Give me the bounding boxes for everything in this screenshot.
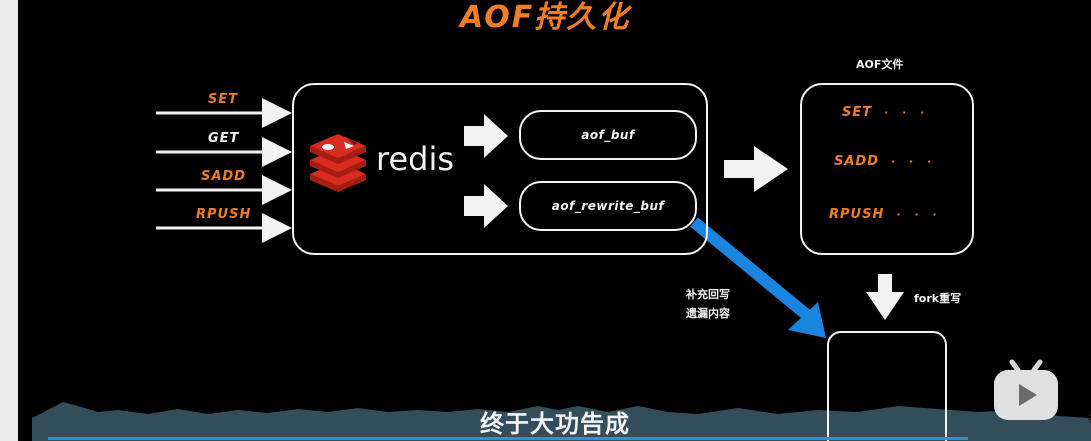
aof-file-row: SET · · ·	[842, 105, 929, 120]
aof-file-row-dots: · · ·	[884, 106, 930, 119]
aof-file-box	[800, 83, 974, 255]
input-label-rpush: RPUSH	[196, 207, 252, 222]
bilibili-tv-icon[interactable]	[992, 358, 1060, 424]
redis-server-box	[292, 83, 708, 255]
blue-arrow-shaft	[690, 217, 812, 321]
video-progress-bar[interactable]	[48, 437, 968, 440]
arrow-fork-down	[866, 274, 904, 320]
arrow-to-aof-buf	[464, 114, 508, 158]
audio-waveform	[32, 402, 1091, 441]
aof-file-row: SADD · · ·	[834, 154, 936, 169]
arrow-to-aof-file	[724, 146, 788, 192]
new-aof-file-box	[827, 331, 947, 441]
aof-file-row: RPUSH · · ·	[829, 207, 942, 222]
input-label-get: GET	[208, 131, 240, 146]
aof-buf-box: aof_buf	[519, 110, 697, 160]
diagram-graphics	[32, 98, 1091, 441]
video-subtitle: 终于大功告成	[480, 410, 630, 438]
aof-file-row-dots: · · ·	[896, 208, 942, 221]
aof-file-row-cmd: SADD	[834, 154, 880, 169]
corner-glyph: #	[1087, 408, 1091, 427]
video-frame: AOF持久化	[18, 0, 1091, 441]
aof-file-row-cmd: RPUSH	[829, 207, 885, 222]
input-label-sadd: SADD	[201, 169, 247, 184]
slide-title: AOF持久化	[460, 0, 631, 35]
aof-rewrite-buf-box: aof_rewrite_buf	[519, 181, 697, 231]
aof-buf-label: aof_buf	[581, 128, 635, 142]
supplement-label-line1: 补充回写	[686, 288, 730, 301]
fork-rewrite-label: fork重写	[914, 292, 962, 305]
aof-file-row-cmd: SET	[842, 105, 873, 120]
input-label-set: SET	[208, 92, 239, 107]
aof-rewrite-buf-label: aof_rewrite_buf	[551, 199, 665, 213]
redis-logo-icon	[310, 134, 366, 192]
arrow-to-rewrite-buf	[464, 184, 508, 228]
aof-file-row-dots: · · ·	[891, 155, 937, 168]
supplement-label-line2: 遗漏内容	[686, 307, 730, 320]
aof-file-title: AOF文件	[856, 58, 904, 71]
redis-wordmark: redis	[376, 140, 455, 178]
blue-arrow-head	[788, 302, 826, 338]
